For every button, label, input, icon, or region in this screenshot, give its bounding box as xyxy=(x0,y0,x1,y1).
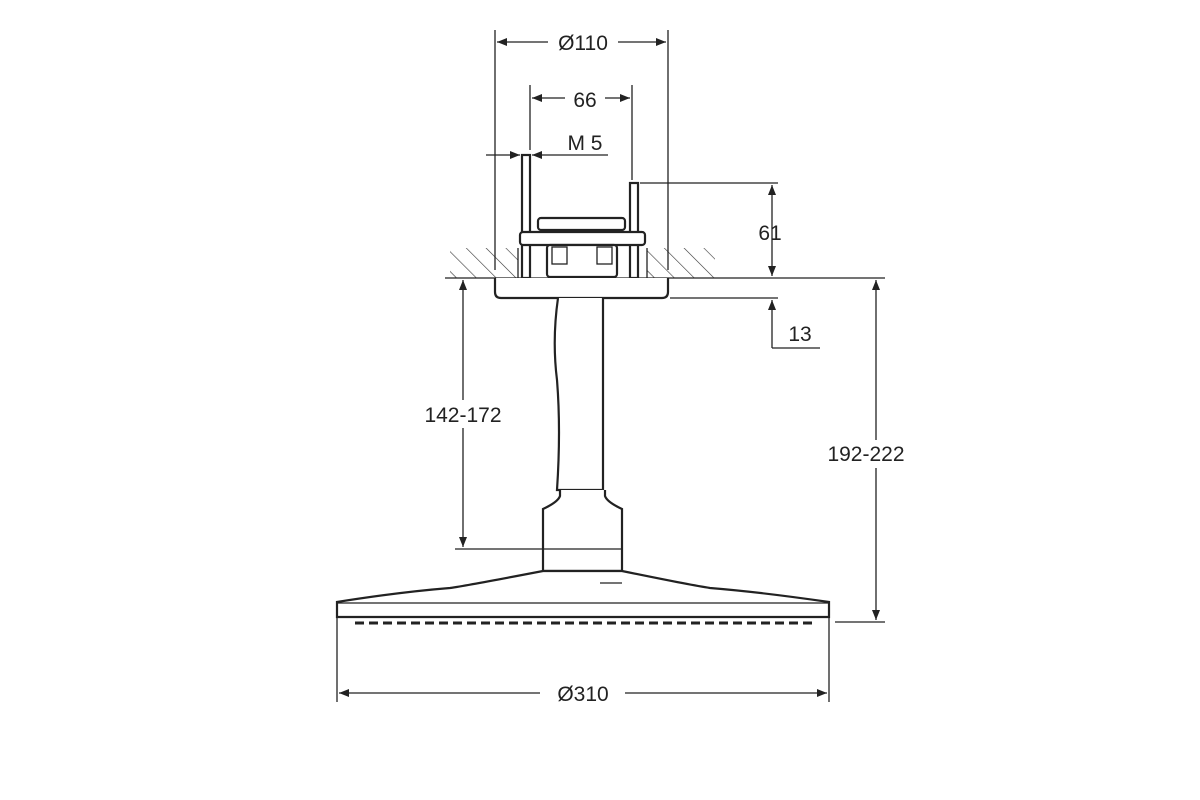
escutcheon xyxy=(493,278,670,300)
dim-thread: M 5 xyxy=(486,132,608,159)
dim-head-diameter: Ø310 xyxy=(336,617,830,706)
dim-label: M 5 xyxy=(567,132,602,155)
dim-label: Ø310 xyxy=(557,683,608,706)
dim-arm-length: 142-172 xyxy=(410,280,543,550)
dim-mount-height: 61 xyxy=(640,182,782,276)
dim-label: 13 xyxy=(788,323,811,346)
shower-head xyxy=(335,569,831,625)
mounting-bracket xyxy=(518,153,647,280)
dim-bolt-spacing: 66 xyxy=(529,85,633,180)
dim-label: 142-172 xyxy=(424,404,501,427)
dim-escutcheon-height: 13 xyxy=(670,297,820,349)
dim-label: 192-222 xyxy=(827,443,904,466)
dim-label: 61 xyxy=(758,222,781,245)
ceiling-section xyxy=(445,248,885,279)
dim-label: 66 xyxy=(573,89,596,112)
arm-connector xyxy=(541,490,624,573)
dim-total-height: 192-222 xyxy=(815,280,921,623)
dim-label: Ø110 xyxy=(558,32,608,55)
shower-arm xyxy=(553,297,605,492)
dim-mount-diameter: Ø110 xyxy=(494,30,669,270)
